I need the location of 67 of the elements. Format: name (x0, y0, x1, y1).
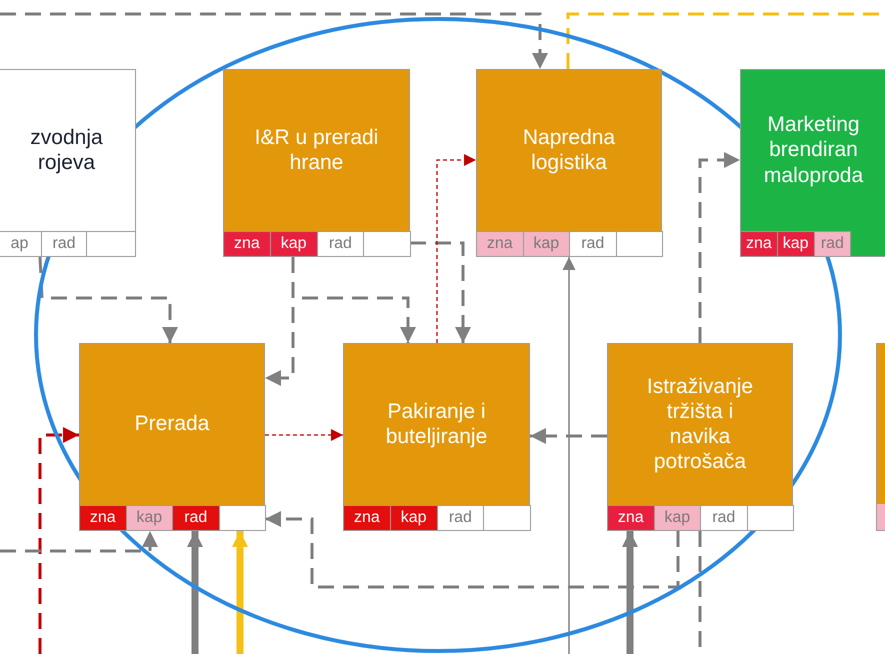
status-cell (172, 505, 220, 531)
cell-label: rad (184, 508, 208, 528)
box-title: Prerada (134, 411, 210, 437)
status-cell (476, 231, 524, 257)
cell-label: rad (448, 508, 472, 528)
process-box (476, 69, 662, 257)
arrow (0, 531, 158, 552)
cell-label: kap (136, 508, 162, 528)
cell-label: zna (90, 508, 116, 528)
arrow (410, 242, 471, 343)
arrow (530, 428, 607, 444)
cell-label: rad (712, 508, 736, 528)
status-cell (390, 505, 438, 531)
process-box (223, 69, 410, 257)
cell-label: rad (581, 234, 604, 254)
box-title: Napredna logistika (522, 124, 616, 176)
status-cell (776, 231, 814, 257)
process-box (0, 69, 136, 257)
cell-label: kap (664, 508, 690, 528)
cell-label: rad (820, 234, 844, 254)
arrow (187, 531, 203, 654)
status-cell (343, 505, 391, 531)
status-cell (814, 231, 852, 257)
arrow (698, 152, 740, 343)
cell-label: zna (746, 234, 772, 254)
cell-label: kap (280, 234, 307, 254)
status-cell (607, 505, 654, 531)
box-title: Marketing brendiran maloproda (764, 112, 864, 188)
cell-label: kap (782, 234, 809, 254)
arrow (0, 12, 548, 69)
cell-label: zna (486, 234, 513, 254)
cell-label: kap (533, 234, 560, 254)
process-box (343, 343, 530, 531)
arrow (436, 154, 476, 343)
box-title: I&R u preradi hrane (254, 124, 380, 176)
status-cell (700, 505, 748, 531)
cell-label: zna (618, 508, 644, 528)
status-cell (223, 231, 271, 257)
arrow (562, 257, 576, 654)
arrow (265, 429, 343, 441)
cell-label: kap (400, 508, 427, 528)
box-title: Istraživanje tržišta i navika potrošača (646, 374, 754, 474)
status-cell (569, 231, 616, 257)
box-title: zvodnja rojeva (29, 124, 104, 176)
cell-label: rad (52, 234, 76, 254)
process-box (740, 69, 885, 257)
arrow (232, 531, 248, 654)
process-box (79, 343, 265, 531)
process-box (607, 343, 793, 531)
arrow (38, 427, 79, 654)
status-cell (126, 505, 173, 531)
cell-label: rad (328, 234, 352, 254)
arrow (38, 256, 178, 343)
status-cell (316, 231, 364, 257)
cell-label: ap (10, 234, 28, 254)
status-cell (270, 231, 318, 257)
process-box (876, 343, 885, 531)
cell-label: zna (354, 508, 380, 528)
status-cell (79, 505, 126, 531)
status-cell (740, 231, 778, 257)
status-cell (436, 505, 484, 531)
status-cell (522, 231, 570, 257)
cell-label: zna (234, 234, 260, 254)
arrow (265, 511, 680, 588)
arrow (622, 531, 638, 654)
status-cell (654, 505, 701, 531)
box-title: Pakiranje i buteljiranje (384, 398, 488, 450)
